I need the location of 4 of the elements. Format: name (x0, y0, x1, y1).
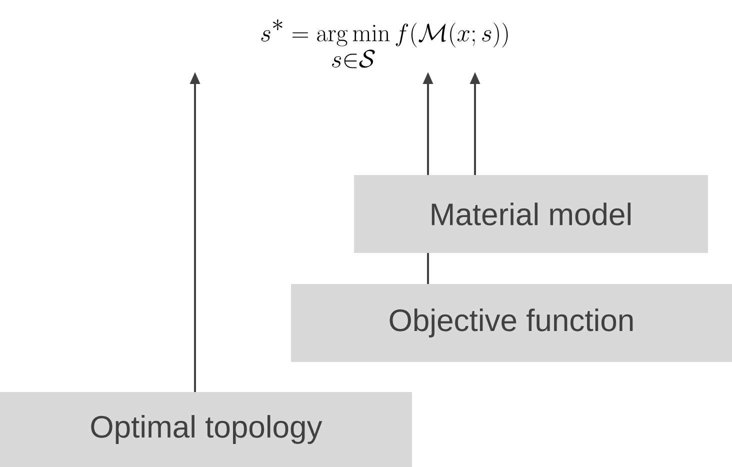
label-box: Optimal topology (0, 392, 412, 467)
label-box: Material model (354, 175, 708, 253)
formula: $s^{*} = \mathop{\mathrm{arg\,min}}_{s\in\mathcal{S}} f(\mathcal{M}(x;s))$ (261, 19, 508, 68)
label-box: Objective function (291, 284, 732, 362)
